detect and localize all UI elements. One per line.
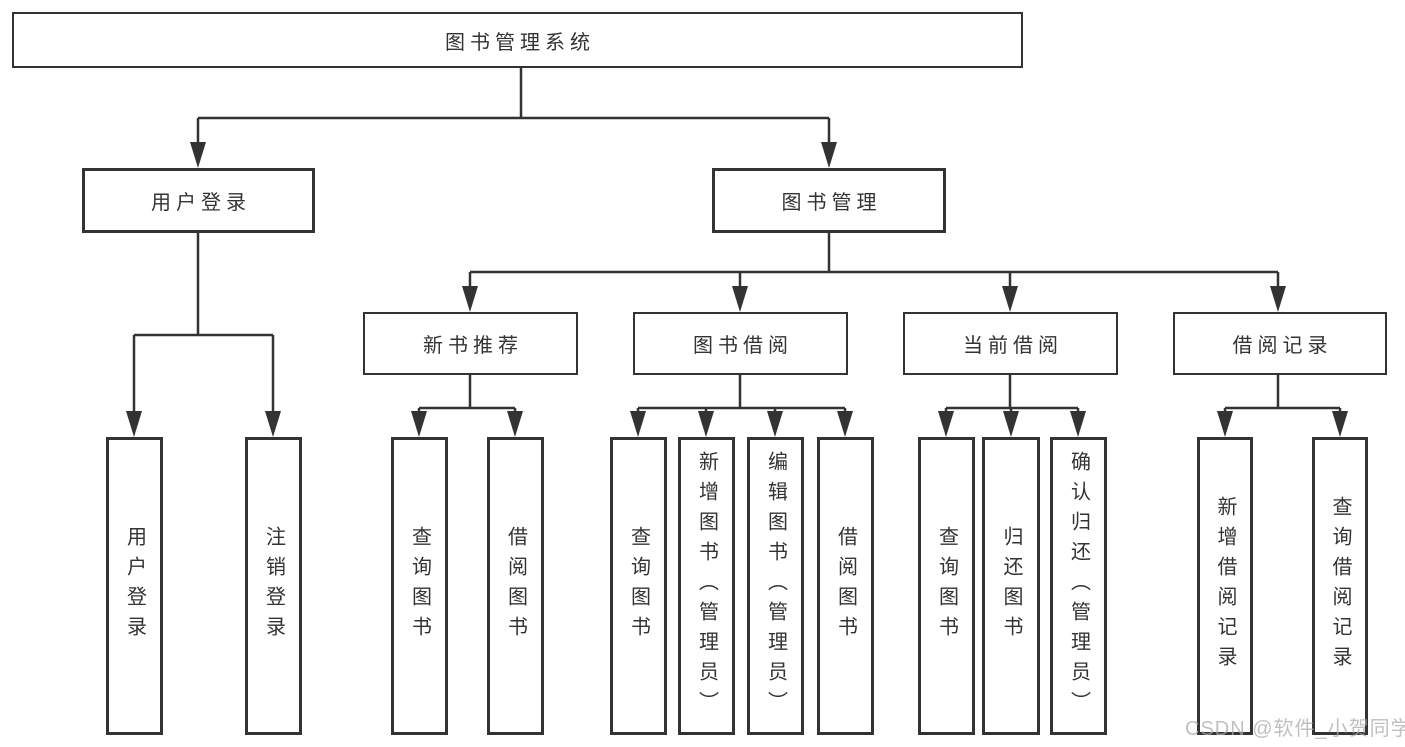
connector-book-mgmt-to-level3	[468, 233, 1280, 290]
leaf-logout: 注销登录	[245, 437, 302, 735]
leaf-edit-books-admin-label: 编辑图书（管理员）	[764, 451, 787, 721]
node-borrow-records: 借阅记录	[1173, 312, 1387, 375]
arrowhead-icon	[698, 411, 714, 437]
leaf-query-books-borrow: 查询图书	[610, 437, 667, 735]
arrowhead-icon	[938, 411, 954, 437]
arrowhead-icon	[821, 142, 837, 168]
arrowhead-icon	[462, 286, 478, 312]
arrowhead-icon	[126, 411, 142, 437]
node-borrow-records-label: 借阅记录	[1232, 335, 1333, 357]
leaf-edit-books-admin: 编辑图书（管理员）	[747, 437, 804, 735]
leaf-confirm-return-admin: 确认归还（管理员）	[1050, 437, 1107, 735]
arrowhead-icon	[507, 411, 523, 437]
connector-current-borrow-to-children	[944, 375, 1080, 414]
arrowhead-icon	[265, 411, 281, 437]
node-book-management: 图书管理	[712, 168, 946, 233]
connector-new-book-to-children	[417, 375, 517, 414]
arrowhead-icon	[837, 411, 853, 437]
leaf-query-borrow-record-label: 查询借阅记录	[1329, 496, 1351, 676]
leaf-add-books-admin: 新增图书（管理员）	[678, 437, 735, 735]
leaf-query-books-current: 查询图书	[918, 437, 975, 735]
arrowhead-icon	[1270, 286, 1286, 312]
connector-root-to-level2	[196, 68, 831, 146]
arrowhead-icon	[630, 411, 646, 437]
node-book-management-label: 图书管理	[781, 192, 882, 214]
connector-borrow-records-to-children	[1223, 375, 1342, 414]
leaf-return-books: 归还图书	[982, 437, 1040, 735]
arrowhead-icon	[1332, 411, 1348, 437]
node-current-borrow: 当前借阅	[903, 312, 1118, 375]
arrowhead-icon	[1217, 411, 1233, 437]
leaf-query-books-borrow-label: 查询图书	[627, 526, 650, 646]
node-user-login-label: 用户登录	[151, 192, 251, 214]
node-new-book-recommend-label: 新书推荐	[423, 335, 523, 357]
connector-user-login-to-children	[132, 233, 275, 414]
leaf-query-books-current-label: 查询图书	[935, 526, 958, 646]
arrowhead-icon	[1070, 411, 1086, 437]
node-new-book-recommend: 新书推荐	[363, 312, 578, 375]
leaf-query-books-recommend: 查询图书	[391, 437, 448, 735]
node-user-login: 用户登录	[82, 168, 315, 233]
leaf-borrow-books: 借阅图书	[817, 437, 874, 735]
leaf-user-login-label: 用户登录	[123, 526, 146, 646]
leaf-return-books-label: 归还图书	[1000, 526, 1022, 646]
node-current-borrow-label: 当前借阅	[963, 335, 1063, 357]
leaf-borrow-books-recommend: 借阅图书	[487, 437, 544, 735]
leaf-borrow-books-label: 借阅图书	[834, 526, 857, 646]
arrowhead-icon	[732, 286, 748, 312]
node-book-borrow-label: 图书借阅	[693, 335, 793, 357]
leaf-add-borrow-record: 新增借阅记录	[1197, 437, 1253, 735]
leaf-query-books-recommend-label: 查询图书	[408, 526, 431, 646]
arrowhead-icon	[1003, 411, 1019, 437]
connector-book-borrow-to-children	[636, 375, 847, 414]
leaf-logout-label: 注销登录	[262, 526, 285, 646]
leaf-user-login: 用户登录	[106, 437, 163, 735]
node-book-borrow: 图书借阅	[633, 312, 848, 375]
leaf-borrow-books-recommend-label: 借阅图书	[504, 526, 527, 646]
arrowhead-icon	[411, 411, 427, 437]
watermark: CSDN @软件_小贺同学	[1185, 718, 1405, 740]
arrowhead-icon	[190, 142, 206, 168]
arrowhead-icon	[767, 411, 783, 437]
leaf-query-borrow-record: 查询借阅记录	[1312, 437, 1368, 735]
leaf-add-books-admin-label: 新增图书（管理员）	[695, 451, 718, 721]
node-library-system: 图书管理系统	[12, 12, 1023, 68]
leaf-confirm-return-admin-label: 确认归还（管理员）	[1067, 451, 1090, 721]
arrowhead-icon	[1002, 286, 1018, 312]
leaf-add-borrow-record-label: 新增借阅记录	[1214, 496, 1236, 676]
node-library-system-label: 图书管理系统	[445, 31, 595, 54]
